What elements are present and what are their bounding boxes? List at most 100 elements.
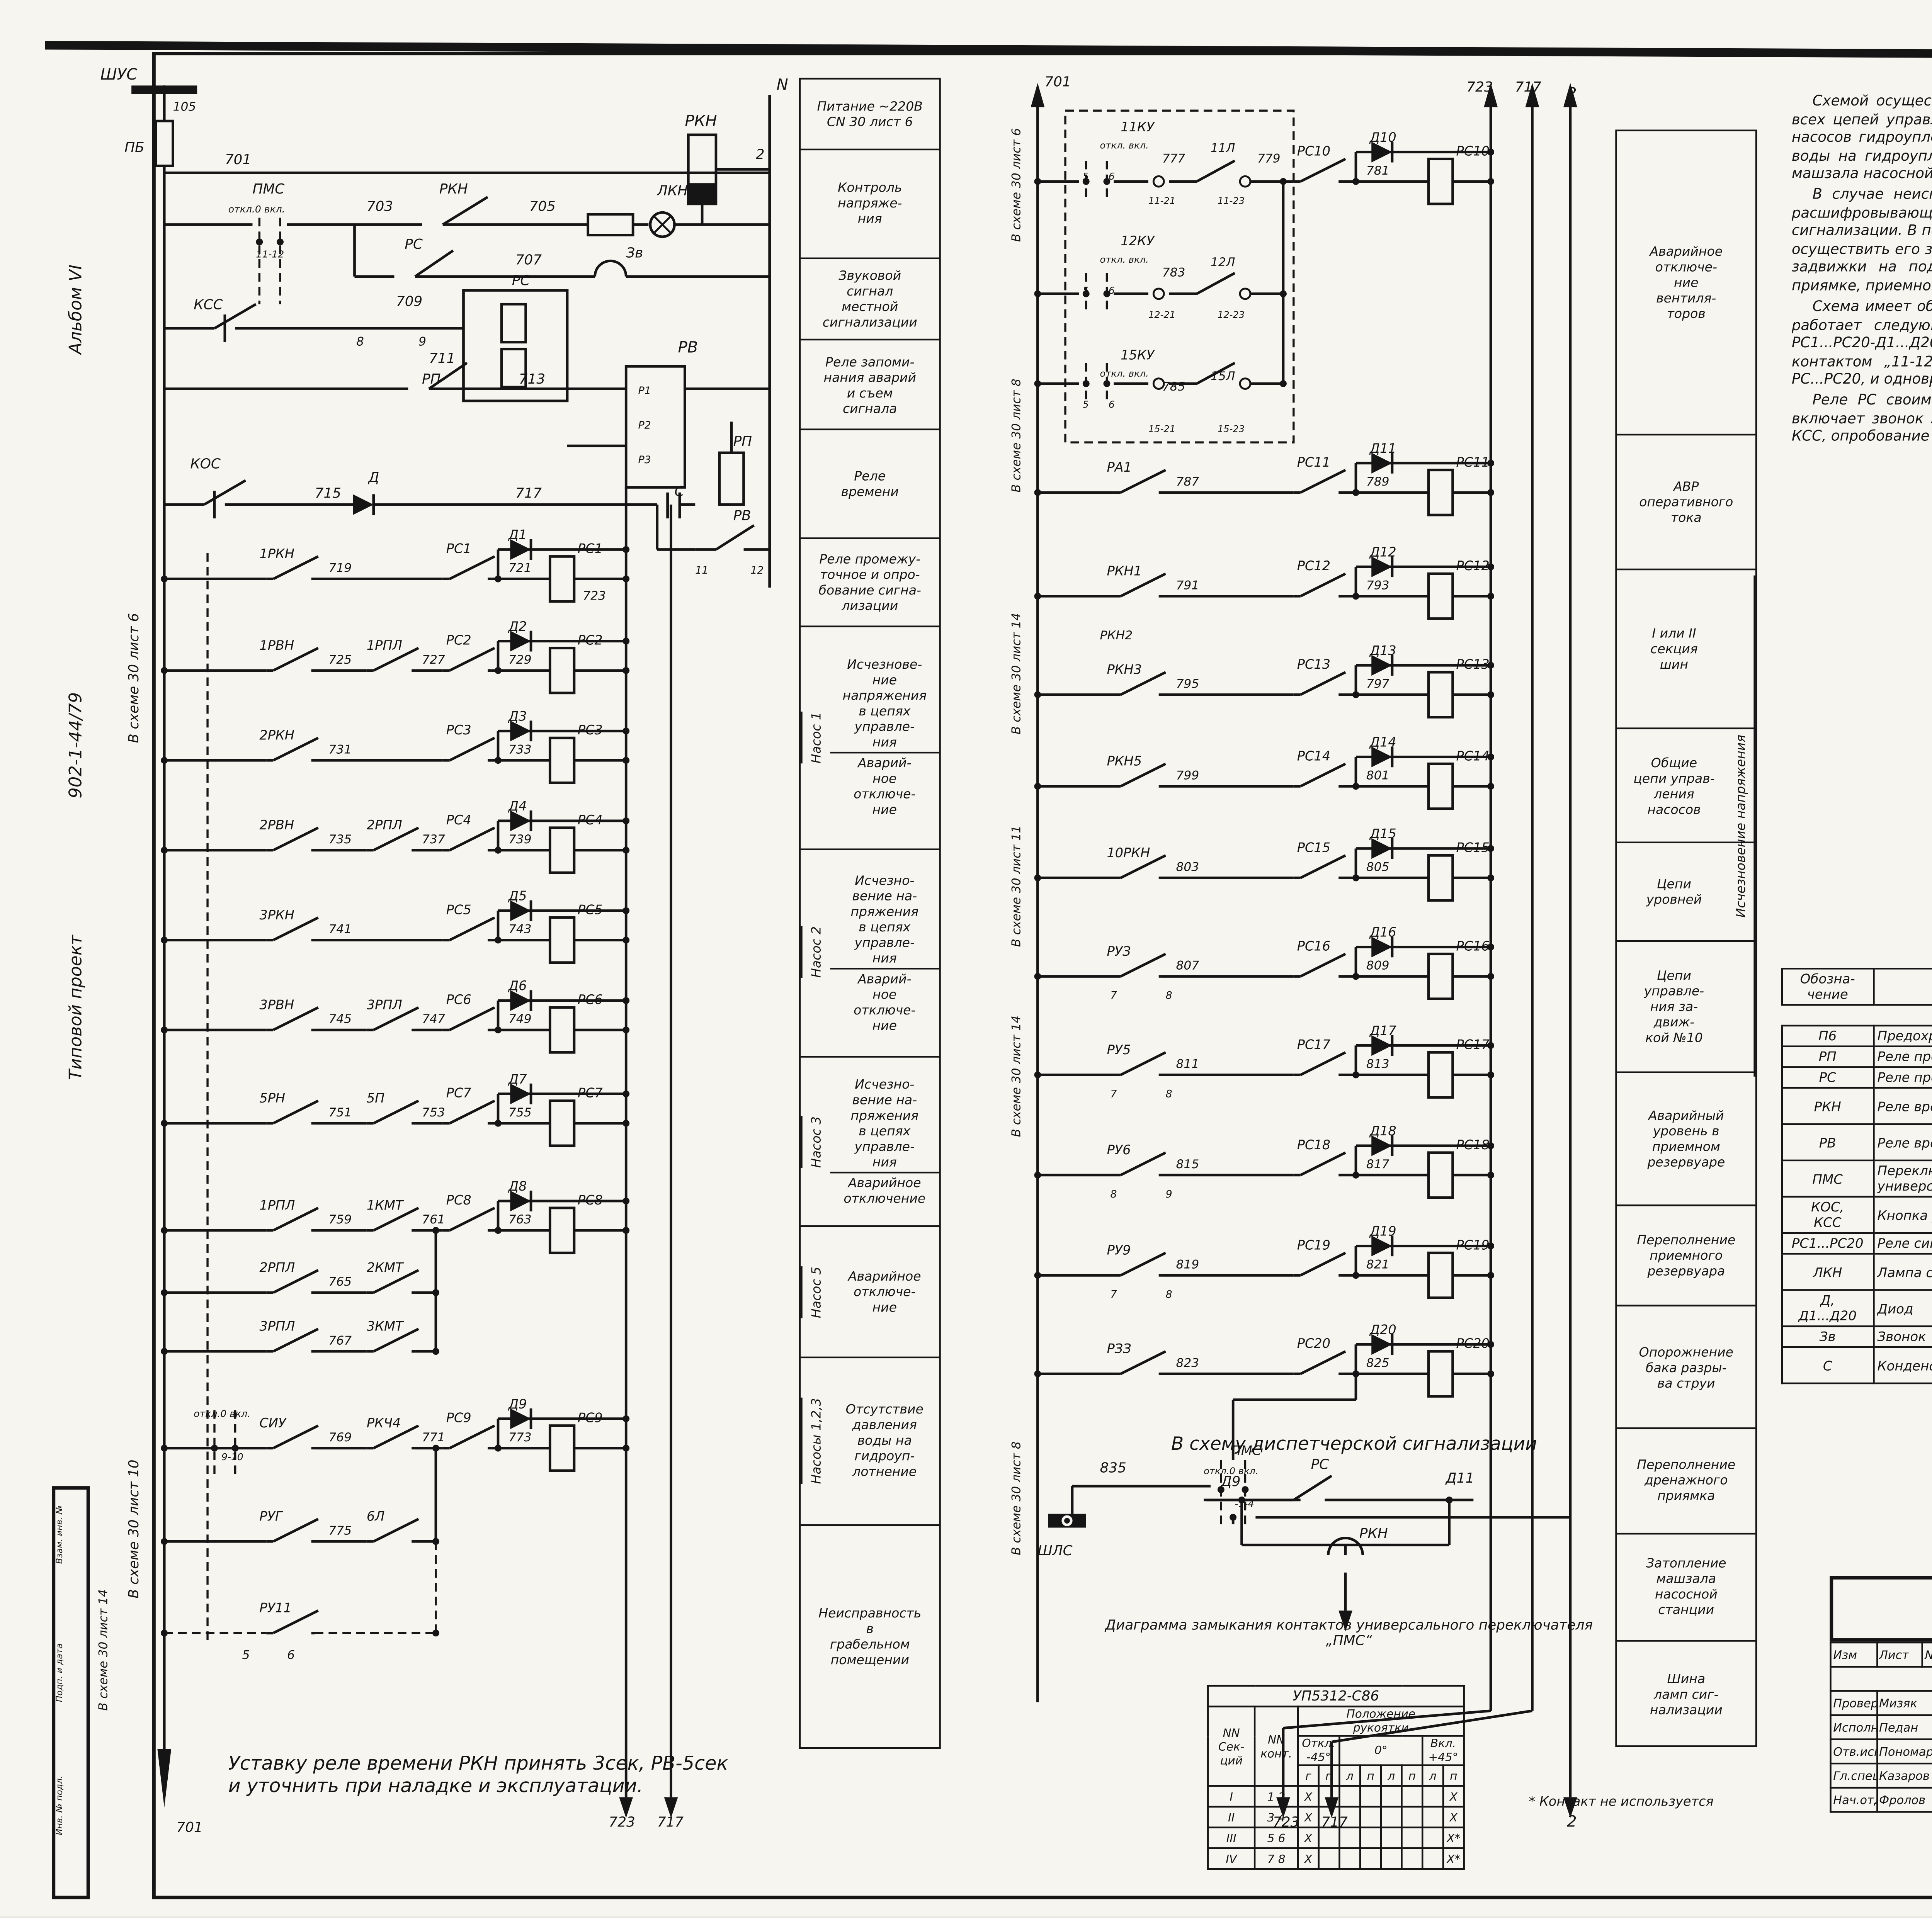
components-cell: Диод [1872,1289,1932,1327]
setting-note: Уставку реле времени РКН принять 3сек, Р… [228,1752,728,1797]
pms-mark [1318,1847,1340,1870]
pms-mark [1422,1847,1444,1870]
schematic-label: РС9 [578,1410,603,1425]
schematic-label: 8 [1166,1289,1172,1301]
schematic-label: РС3 [578,722,603,737]
schematic-label: 11-21 [1148,195,1175,206]
schematic-label: откл.0 вкл. [194,1408,250,1419]
schematic-label: Д17 [1369,1023,1397,1038]
schematic-label: 735 [328,832,352,846]
schematic-label: 1РПЛ [367,638,402,653]
schematic-label: Инв. № подл. [54,1776,65,1835]
schematic-label: РС12 [1297,558,1330,573]
schematic-label: В схеме 30 лист 14 [96,1589,110,1711]
schematic-label: В схеме 30 лист 14 [1010,1016,1024,1137]
schematic-label: РУ5 [1107,1042,1131,1057]
schematic-label: 701 [225,152,251,168]
schematic-label: Взам. инв. № [54,1505,65,1564]
left-column-cell: Аварий- ное отключе- ние [854,756,916,818]
pms-mark [1318,1806,1340,1828]
pms-mark [1380,1806,1403,1828]
schematic-label: 2РКН [259,728,294,743]
mid-column-cell: Цепи уровней [1617,844,1755,943]
schematic-label: СИУ [259,1415,287,1430]
schematic-label: РС11 [1456,455,1490,470]
schematic-label: РП [422,371,440,387]
schematic-label: 825 [1366,1356,1389,1370]
left-column-cell: Реле времени [801,431,939,539]
schematic-label: 777 [1162,152,1185,166]
schematic-label: РУ6 [1107,1142,1131,1157]
mid-column-cell: Аварийное отключе- ние вентиля- торов [1617,131,1755,436]
schematic-label: Д18 [1369,1123,1396,1138]
schematic-label: 2РВН [259,817,294,832]
schematic-label: 9-10 [221,1451,243,1463]
components-cell: Реле времени [1872,1087,1932,1125]
schematic-label: 785 [1162,380,1185,394]
components-cell: Звонок [1872,1325,1932,1348]
schematic-label: РС4 [578,812,603,827]
pms-mark: X* [1442,1826,1465,1849]
schematic-label: 1КМТ [367,1198,404,1213]
schematic-label: РУ11 [259,1600,291,1616]
components-cell: Реле промежуточное [1872,1045,1932,1068]
schematic-label: 751 [328,1106,352,1120]
schematic-label: РС [1311,1456,1329,1472]
schematic-label: 791 [1176,578,1199,592]
components-cell: РКН [1781,1087,1874,1125]
schematic-label: РС10 [1456,144,1490,159]
schematic-label: 817 [1366,1157,1389,1171]
schematic-label: 771 [422,1430,445,1444]
schematic-label: РС13 [1297,657,1330,672]
schematic-label: 6Л [367,1509,385,1524]
pms-mark [1422,1806,1444,1828]
mid-column-cell: I или II секция шин [1617,571,1755,729]
left-column-cell: Исчезно- вение на- пряжения в цепях упра… [830,871,939,969]
schematic-label: 753 [422,1106,445,1120]
pms-letter: п [1401,1764,1423,1787]
dispatcher-heading: В схему диспетчерской сигнализации [1171,1434,1537,1455]
schematic-label: РС19 [1456,1237,1490,1252]
components-cell: РВ [1781,1123,1874,1162]
schematic-label: 821 [1366,1257,1389,1271]
tb-empty [1830,1666,1932,1692]
schematic-label: Д9 [1220,1474,1241,1490]
schematic-label: Типовой проект [65,934,85,1080]
left-column-cell: Исчезно- вение на- пряжения в цепях упра… [830,1075,939,1174]
schematic-label: 823 [1176,1356,1199,1370]
schematic-label: Р2 [638,419,651,431]
schematic-label: ПМС [252,181,284,197]
components-cell: ПМС [1781,1159,1874,1198]
left-column-cell: Аварий- ное отключе- ние [854,971,916,1033]
pms-letter: л [1422,1764,1444,1787]
schematic-label: ЛКН [656,183,688,199]
schematic-label: 8 [1166,1088,1172,1100]
left-ladder-top-cluster [131,85,771,1818]
left-column-cell: Исчезнове- ние напряжения в цепях управл… [830,656,939,754]
schematic-label: Д7 [508,1072,527,1087]
schematic-label: 3РПЛ [367,997,402,1012]
schematic-label: В схеме 30 лист 6 [126,613,142,743]
schematic-label: Д20 [1369,1322,1396,1337]
pms-header: NN конт. [1253,1706,1299,1787]
schematic-label: 3КМТ [367,1319,404,1334]
schematic-label: РС1 [446,541,471,556]
components-cell: С [1781,1346,1874,1385]
pms-pos-col: 0° [1338,1735,1423,1766]
schematic-label: Подп. и дата [54,1643,65,1702]
schematic-label: 12-21 [1148,309,1175,320]
schematic-label: РС20 [1297,1336,1330,1351]
mid-column-cell: Переполнение дренажного приямка [1617,1429,1755,1534]
mid-column-cell: Шина ламп сиг- нализации [1650,1670,1723,1717]
pms-mark [1338,1847,1361,1870]
schematic-label: 2РПЛ [367,817,402,832]
schematic-label: РС [405,236,423,252]
schematic-label: РС8 [446,1193,471,1208]
mid-column-cell: Опорожнение бака разры- ва струи [1617,1307,1755,1429]
